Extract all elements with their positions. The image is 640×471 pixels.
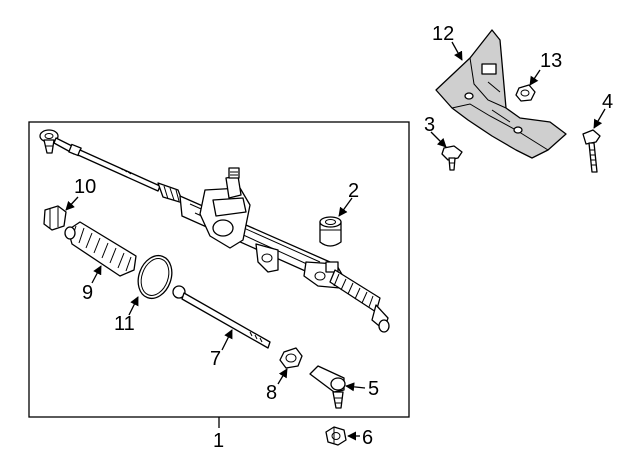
part-3-bolt xyxy=(441,145,463,171)
callout-13-arrow xyxy=(529,69,541,86)
part-6-nut xyxy=(325,426,347,446)
callout-11: 11 xyxy=(114,313,135,335)
part-2-bushing xyxy=(319,216,342,247)
left-tie-rod-end xyxy=(39,129,82,157)
callout-8: 8 xyxy=(266,382,277,404)
callout-11-arrow xyxy=(128,296,139,316)
right-boot xyxy=(329,269,381,313)
callout-2: 2 xyxy=(348,180,359,202)
callout-6: 6 xyxy=(362,427,373,449)
part-8-jam-nut xyxy=(279,347,303,369)
callout-9-arrow xyxy=(91,265,102,284)
callout-2-arrow xyxy=(338,197,353,217)
callout-3: 3 xyxy=(424,114,435,136)
assembly-frame xyxy=(28,121,410,418)
callout-9: 9 xyxy=(82,282,93,304)
callout-13: 13 xyxy=(540,50,562,72)
callout-1: 1 xyxy=(213,430,224,452)
callout-8-arrow xyxy=(277,368,288,385)
callout-10: 10 xyxy=(74,176,96,198)
callout-7: 7 xyxy=(210,348,221,370)
part-13-bolt xyxy=(515,84,536,102)
callout-12-arrow xyxy=(451,41,463,61)
part-11-ring-inner xyxy=(140,258,170,296)
part-12-heat-shield xyxy=(435,29,567,159)
part-10-clamp xyxy=(43,205,67,231)
part-9-boot xyxy=(64,221,137,277)
part-5-outer-tie-rod-end xyxy=(309,365,346,409)
callout-7-arrow xyxy=(221,329,233,351)
part-4-bolt xyxy=(582,129,601,173)
callout-4-arrow xyxy=(593,108,606,129)
callout-4: 4 xyxy=(602,91,613,113)
steering-rack-assembly xyxy=(39,129,390,333)
part-7-inner-tie-rod xyxy=(172,285,271,349)
callout-5: 5 xyxy=(368,378,379,400)
left-tie-rod xyxy=(77,149,161,192)
callout-12: 12 xyxy=(432,23,454,45)
callout-5-arrow xyxy=(345,382,366,392)
callout-10-arrow xyxy=(65,196,79,211)
callout-3-arrow xyxy=(430,131,447,148)
part-11-ring xyxy=(137,254,173,300)
